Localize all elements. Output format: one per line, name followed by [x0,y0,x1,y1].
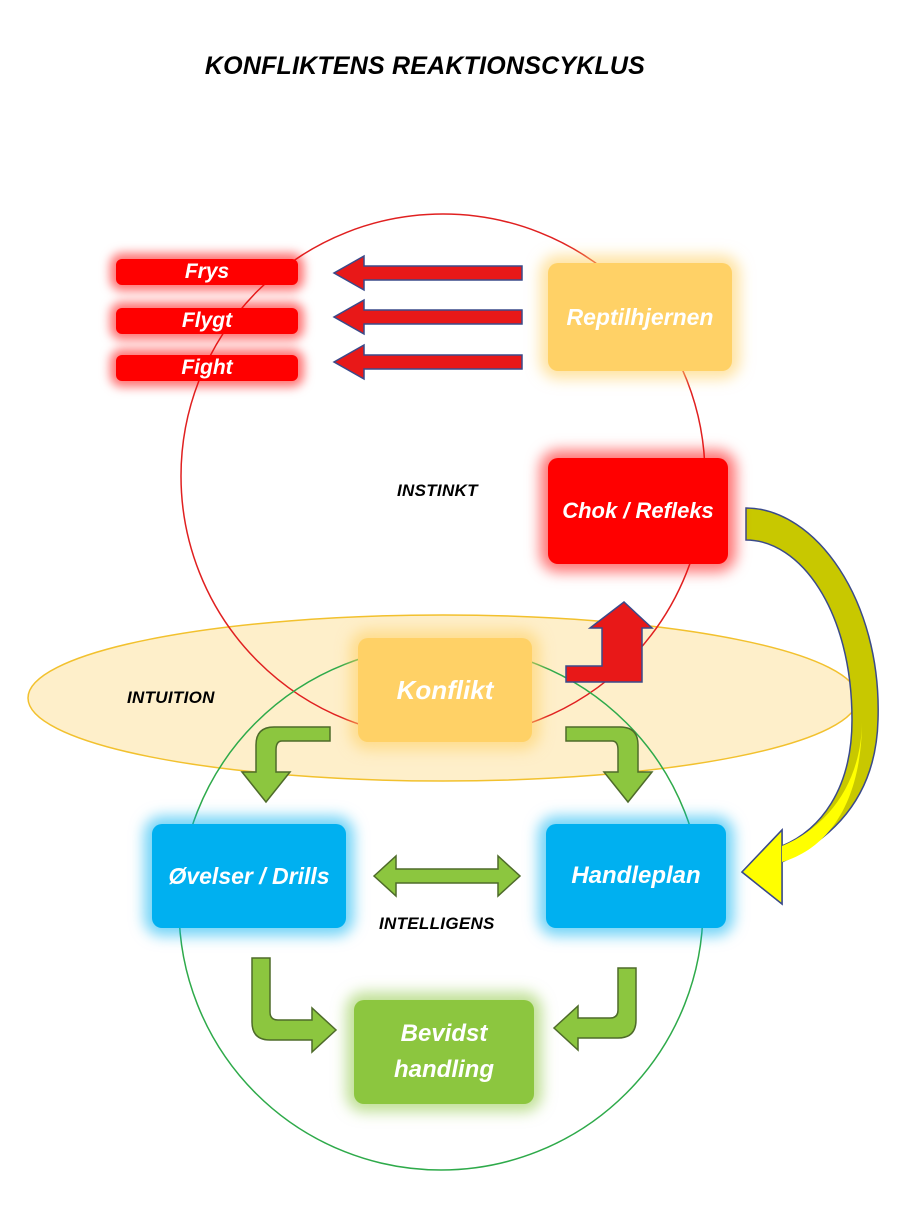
node-handleplan: Handleplan [546,824,726,928]
zone-label-intelligens: INTELLIGENS [379,914,495,933]
zone-label-intuition: INTUITION [127,688,215,707]
yellow-arrow-shaft [782,720,862,862]
arrow-to-frys [332,254,523,292]
ovelser-to-bevidst-arrow [251,957,338,1054]
bevidst-handling-line1: Bevidst [400,1020,488,1047]
konflikt-to-handleplan-arrow [565,726,654,804]
node-chok-refleks: Chok / Refleks [548,458,728,564]
response-flygt: Flygt [116,308,298,334]
bevidst-handling-line2: handling [394,1056,494,1083]
diagram-title: KONFLIKTENS REAKTIONSCYKLUS [204,52,646,80]
node-reptilhjernen: Reptilhjernen [548,263,732,371]
node-ovelser-drills: Øvelser / Drills [152,824,346,928]
ovelser-handleplan-double-arrow [372,854,522,898]
response-fight: Fight [116,355,298,381]
handleplan-to-bevidst-arrow [552,967,637,1052]
konflikt-to-chok-arrow [565,601,654,683]
arrow-to-fight [332,343,523,381]
arrow-to-flygt [332,298,523,336]
node-bevidst-handling: Bevidst handling [354,1000,534,1104]
yellow-arrow-head [740,828,783,906]
response-frys: Frys [116,259,298,285]
node-konflikt: Konflikt [358,638,532,742]
reptile-arrows [332,254,523,381]
konflikt-to-ovelser-arrow [240,726,331,804]
zone-label-instinkt: INSTINKT [397,481,478,500]
